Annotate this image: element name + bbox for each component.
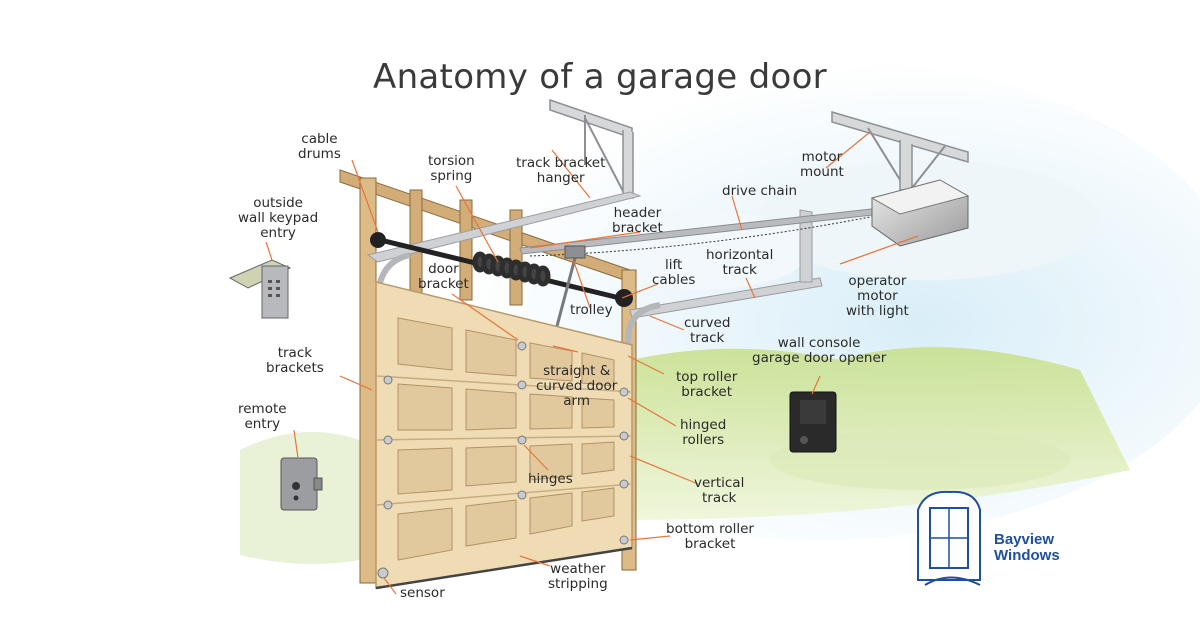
label-hinges: hinges <box>528 471 573 487</box>
remote-icon <box>280 457 323 511</box>
bayview-logo <box>917 490 981 586</box>
wall-console-icon <box>789 391 837 453</box>
label-trolley: trolley <box>570 302 613 318</box>
garage-door <box>375 281 633 590</box>
opener-motor-icon <box>870 179 970 247</box>
torsion-spring <box>370 232 633 307</box>
track-bracket-hanger <box>549 98 634 199</box>
label-drive-chain: drive chain <box>722 183 798 199</box>
page-title: Anatomy of a garage door <box>373 56 827 97</box>
label-sensor: sensor <box>400 585 445 601</box>
leader-lines <box>265 131 919 595</box>
keypad-icon <box>228 259 292 319</box>
